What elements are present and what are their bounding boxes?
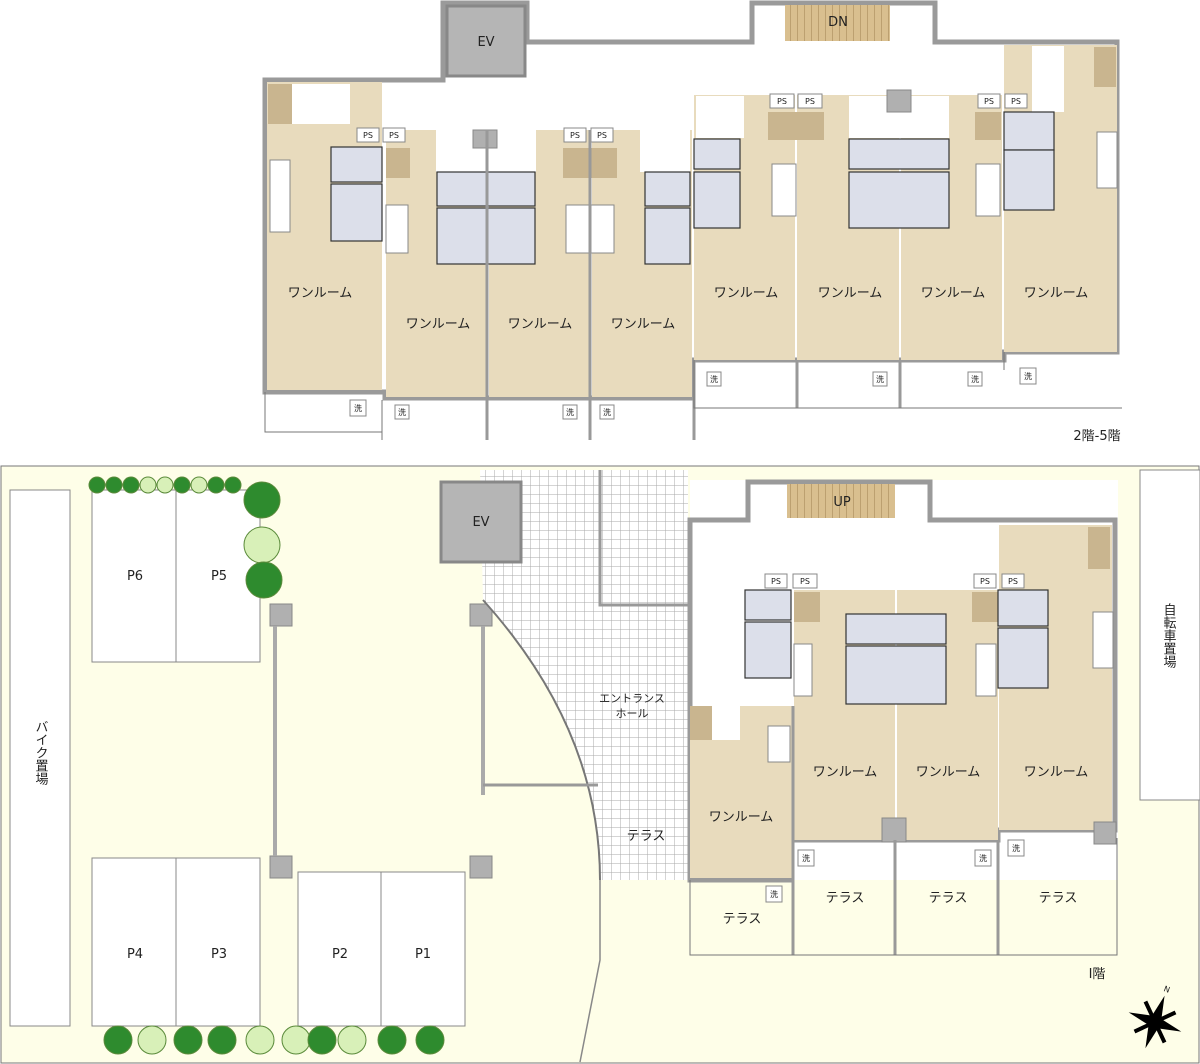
svg-text:洗: 洗 — [971, 374, 979, 384]
pipe-spaces: PS PS PS PS PS PS PS PS — [356, 93, 1028, 143]
svg-text:洗: 洗 — [354, 403, 362, 413]
bike-parking — [9, 489, 71, 1027]
compass-icon: N — [1128, 984, 1182, 1049]
tree-icon — [245, 561, 283, 599]
svg-text:P2: P2 — [332, 947, 348, 962]
stair-down — [785, 5, 890, 41]
elevator-label: EV — [472, 515, 489, 530]
tree-icon — [224, 476, 242, 494]
entrance-terrace-label: テラス — [627, 829, 666, 844]
elevator-ground — [439, 480, 523, 564]
svg-text:洗: 洗 — [876, 374, 884, 384]
floor-label-upper: 2階-5階 — [1073, 429, 1120, 444]
tree-icon — [173, 476, 191, 494]
svg-text:PS: PS — [980, 577, 990, 586]
svg-text:洗: 洗 — [1012, 843, 1020, 853]
entrance-hall-floor — [480, 470, 688, 880]
unit-label: ワンルーム — [916, 765, 981, 780]
svg-text:P5: P5 — [211, 569, 227, 584]
tree-icon — [281, 1025, 311, 1055]
svg-text:PS: PS — [1011, 97, 1021, 106]
washer-spots: 洗 洗 洗 洗 — [765, 839, 1025, 903]
tree-icon — [415, 1025, 445, 1055]
svg-text:PS: PS — [363, 131, 373, 140]
tree-icon — [337, 1025, 367, 1055]
svg-text:PS: PS — [570, 131, 580, 140]
floor-label-ground: I階 — [1089, 967, 1106, 982]
svg-text:洗: 洗 — [566, 407, 574, 417]
tree-icon — [245, 1025, 275, 1055]
svg-text:P3: P3 — [211, 947, 227, 962]
unit-label: ワンルーム — [813, 765, 878, 780]
terrace-label: テラス — [1039, 891, 1078, 906]
svg-text:PS: PS — [800, 577, 810, 586]
tree-icon — [243, 481, 281, 519]
unit-label: ワンルーム — [288, 286, 353, 301]
tree-icon — [173, 1025, 203, 1055]
unit-label: ワンルーム — [818, 286, 883, 301]
stair-label: UP — [833, 495, 851, 510]
svg-text:PS: PS — [805, 97, 815, 106]
elevator-label: EV — [477, 35, 494, 50]
unit-label: ワンルーム — [508, 317, 573, 332]
svg-text:洗: 洗 — [1024, 371, 1032, 381]
svg-text:PS: PS — [771, 577, 781, 586]
svg-text:PS: PS — [389, 131, 399, 140]
tree-icon — [377, 1025, 407, 1055]
trees — [88, 476, 445, 1055]
bicycle-parking-label: 自転車置場 — [1161, 603, 1177, 668]
svg-text:洗: 洗 — [398, 407, 406, 417]
unit-label: ワンルーム — [1024, 765, 1089, 780]
pipe-spaces: PS PS PS PS — [764, 573, 1025, 589]
bike-parking-label: バイク置場 — [33, 720, 49, 785]
svg-text:PS: PS — [1008, 577, 1018, 586]
tree-icon — [190, 476, 208, 494]
tree-icon — [122, 476, 140, 494]
bicycle-parking — [1139, 469, 1200, 801]
tree-icon — [105, 476, 123, 494]
tree-icon — [243, 526, 281, 564]
tree-icon — [137, 1025, 167, 1055]
svg-text:洗: 洗 — [603, 407, 611, 417]
unit-label: ワンルーム — [406, 317, 471, 332]
tree-icon — [207, 476, 225, 494]
elevator-upper — [445, 4, 527, 78]
terrace-label: テラス — [723, 912, 762, 927]
tree-icon — [207, 1025, 237, 1055]
unit-label: ワンルーム — [921, 286, 986, 301]
terrace-label: テラス — [826, 891, 865, 906]
tree-icon — [156, 476, 174, 494]
unit-label: ワンルーム — [714, 286, 779, 301]
terrace-label: テラス — [929, 891, 968, 906]
svg-text:洗: 洗 — [710, 374, 718, 384]
unit-label: ワンルーム — [1024, 286, 1089, 301]
washer-spots: 洗 洗 洗 洗 洗 洗 洗 洗 — [349, 367, 1037, 420]
ground-floor-plan: バイク置場 自転車置場 P6 P5 P4 P3 P2 P1 EV エントランス … — [0, 465, 1200, 1064]
tree-icon — [88, 476, 106, 494]
svg-text:PS: PS — [777, 97, 787, 106]
tree-icon — [103, 1025, 133, 1055]
unit-label: ワンルーム — [611, 317, 676, 332]
svg-text:PS: PS — [597, 131, 607, 140]
svg-text:PS: PS — [984, 97, 994, 106]
svg-text:N: N — [1162, 984, 1171, 995]
stair-up — [787, 484, 895, 518]
svg-text:P4: P4 — [127, 947, 143, 962]
tree-icon — [307, 1025, 337, 1055]
entrance-hall-label: ホール — [616, 707, 649, 720]
tree-icon — [139, 476, 157, 494]
svg-text:P6: P6 — [127, 569, 143, 584]
svg-text:P1: P1 — [415, 947, 431, 962]
svg-text:洗: 洗 — [802, 853, 810, 863]
entrance-hall-label: エントランス — [599, 692, 665, 705]
unit-label: ワンルーム — [709, 810, 774, 825]
upper-floor-plan: EV DN — [262, 0, 1122, 444]
stair-label: DN — [828, 15, 848, 30]
svg-text:洗: 洗 — [979, 853, 987, 863]
svg-text:洗: 洗 — [770, 889, 778, 899]
